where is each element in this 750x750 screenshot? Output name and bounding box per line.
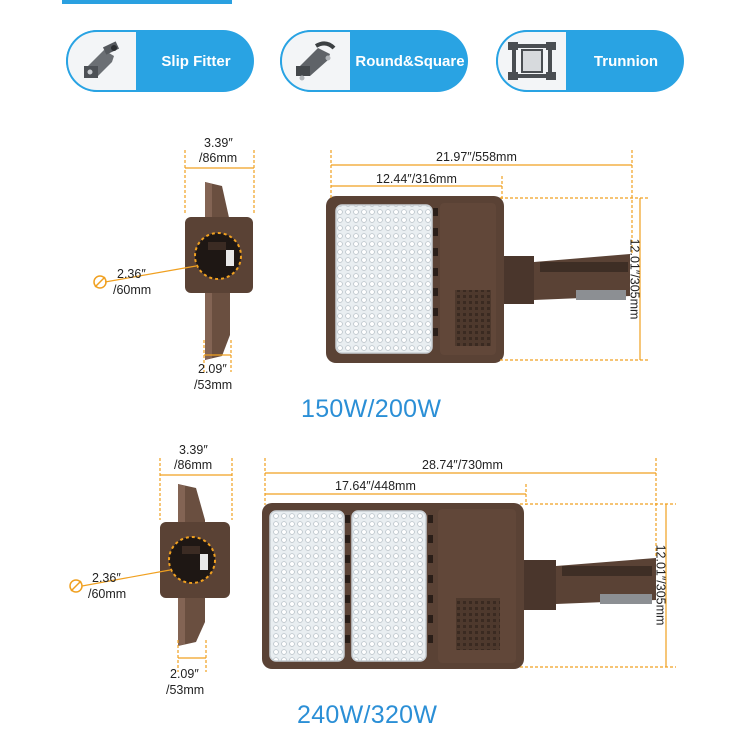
model-2-arm-width-mm-label: /53mm	[166, 683, 205, 697]
model-1-wattage-title: 150W/200W	[301, 395, 442, 423]
slip-fitter-bracket-icon	[84, 41, 120, 78]
model-1-height-label: 12.01″/305mm	[627, 238, 642, 320]
model-1-side-dimensions	[104, 150, 255, 372]
model-2-front-view	[262, 503, 656, 669]
model-1-front-dimensions	[330, 150, 650, 361]
mount-option-trunnion[interactable]: Trunnion	[496, 30, 684, 92]
model-2-hole-diameter-label: 2.36″	[92, 571, 121, 585]
model-1-side-width-mm-label: /86mm	[199, 151, 238, 165]
model-2-side-view	[160, 484, 230, 646]
mount-option-label: Slip Fitter	[161, 52, 231, 70]
model-1-panel-length-label: 12.44″/316mm	[376, 172, 457, 186]
trunnion-bracket-icon	[508, 42, 556, 80]
model-2-front-dimensions	[264, 458, 676, 668]
model-2-panel-length-label: 17.64″/448mm	[335, 479, 416, 493]
model-2-total-length-label: 28.74″/730mm	[422, 458, 503, 472]
model-2-arm-width-label: 2.09″	[170, 667, 199, 681]
model-1-arm-width-mm-label: /53mm	[194, 378, 233, 392]
model-2-side-width-label: 3.39″	[179, 443, 208, 457]
model-1-front-view	[326, 196, 630, 363]
mount-option-round-square[interactable]: Round&Square	[280, 30, 468, 92]
model-2-hole-diameter-mm-label: /60mm	[88, 587, 127, 601]
model-2-side-width-mm-label: /86mm	[174, 458, 213, 472]
model-1-hole-diameter-mm-label: /60mm	[113, 283, 152, 297]
model-2-wattage-title: 240W/320W	[297, 701, 438, 729]
top-accent-bar	[62, 0, 232, 4]
mount-option-label: Trunnion	[593, 52, 659, 70]
mount-option-label: Round&Square	[355, 52, 465, 70]
model-1-total-length-label: 21.97″/558mm	[436, 150, 517, 164]
model-2-height-label: 12.01″/305mm	[653, 544, 668, 626]
model-1-arm-width-label: 2.09″	[198, 362, 227, 376]
model-2-side-dimensions	[81, 458, 233, 672]
model-1-hole-diameter-label: 2.36″	[117, 267, 146, 281]
diameter-icon	[69, 579, 83, 593]
round-square-bracket-icon	[296, 41, 336, 81]
diameter-icon	[93, 275, 107, 289]
model-1-side-view	[185, 182, 253, 360]
mount-option-slip-fitter[interactable]: Slip Fitter	[66, 30, 254, 92]
model-1-side-width-label: 3.39″	[204, 136, 233, 150]
